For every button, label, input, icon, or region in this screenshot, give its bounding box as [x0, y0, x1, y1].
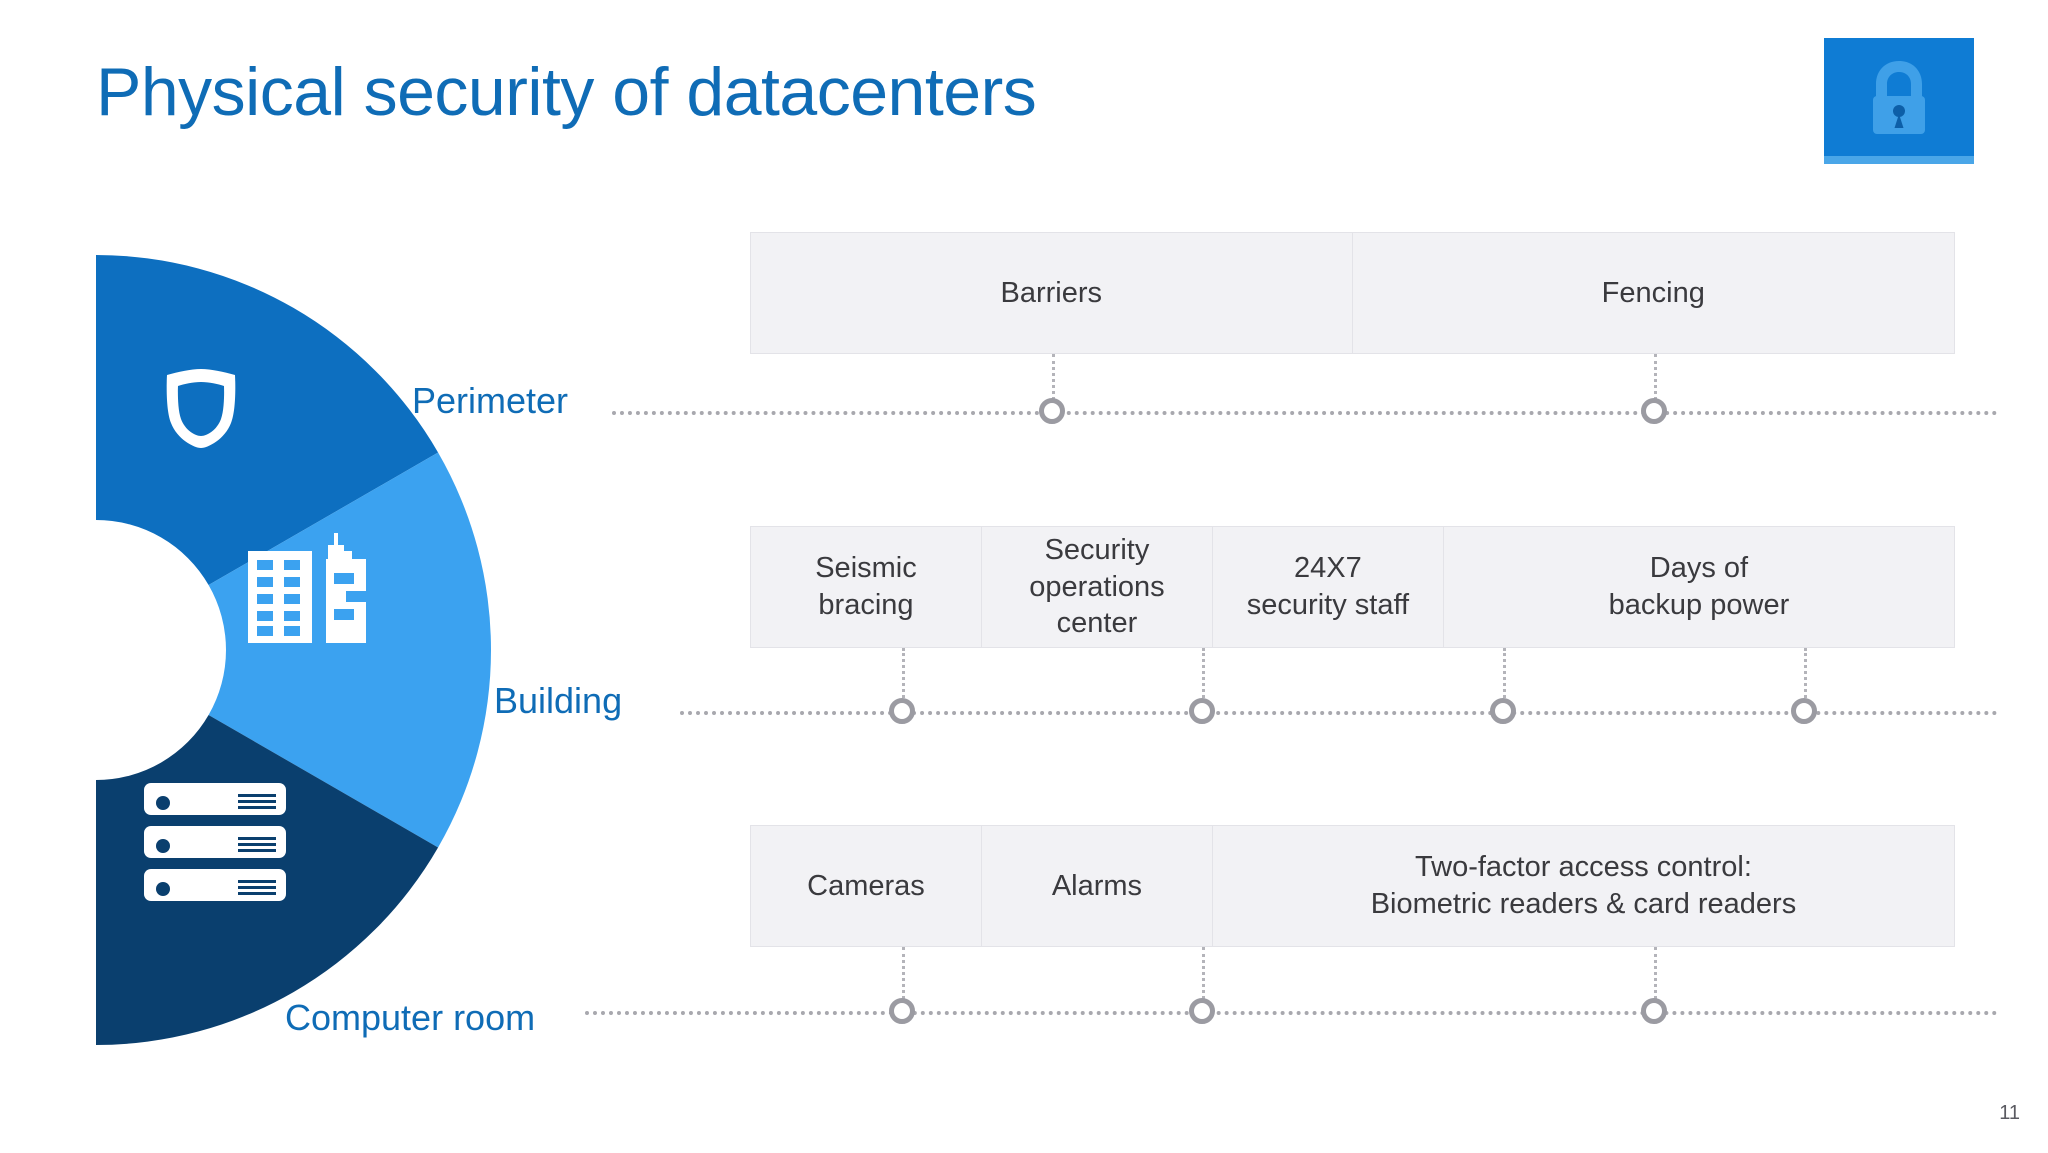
tier-item-fencing[interactable]: Fencing — [1353, 233, 1955, 353]
tier-item-security-operations-center[interactable]: Security operations center — [982, 527, 1213, 647]
connector-ring — [1039, 398, 1065, 424]
tier-item-barriers[interactable]: Barriers — [751, 233, 1353, 353]
connector-stem — [1202, 648, 1205, 698]
tier-item-cameras[interactable]: Cameras — [751, 826, 982, 946]
page-number: 11 — [1999, 1102, 2020, 1124]
security-layers-fan — [96, 255, 496, 1045]
connector-ring — [1641, 398, 1667, 424]
padlock-badge — [1824, 38, 1974, 164]
connector-ring — [1189, 698, 1215, 724]
connector-ring — [1791, 698, 1817, 724]
connector-stem — [902, 648, 905, 698]
tier-item-days-of-backup-power[interactable]: Days of backup power — [1444, 527, 1954, 647]
baseline-computer-room — [585, 1011, 1998, 1015]
connector-stem — [902, 947, 905, 999]
page-title: Physical security of datacenters — [96, 54, 1037, 130]
tier-boxes-building: Seismic bracing Security operations cent… — [750, 526, 1955, 648]
connector-stem — [1503, 648, 1506, 698]
tier-label-computer-room: Computer room — [285, 997, 536, 1038]
tier-boxes-computer-room: Cameras Alarms Two-factor access control… — [750, 825, 1955, 947]
tier-item-label: Alarms — [1051, 869, 1143, 902]
tier-item-24x7-security-staff[interactable]: 24X7 security staff — [1213, 527, 1444, 647]
connector-stem — [1052, 354, 1055, 400]
connector-stem — [1804, 648, 1807, 698]
tier-item-label: Days of backup power — [1608, 552, 1790, 621]
connector-ring — [1189, 998, 1215, 1024]
connector-ring — [1641, 998, 1667, 1024]
tier-item-label: Barriers — [1000, 276, 1102, 309]
connector-stem — [1654, 354, 1657, 400]
tier-item-label: Cameras — [807, 869, 925, 902]
tier-item-seismic-bracing[interactable]: Seismic bracing — [751, 527, 982, 647]
connector-ring — [889, 998, 915, 1024]
padlock-icon — [1873, 61, 1925, 134]
tier-item-label: Fencing — [1601, 276, 1705, 309]
tier-item-two-factor-access-control[interactable]: Two-factor access control: Biometric rea… — [1213, 826, 1954, 946]
connector-ring — [1490, 698, 1516, 724]
tier-label-building: Building — [494, 680, 623, 721]
badge-underline — [1824, 156, 1974, 164]
connector-ring — [889, 698, 915, 724]
tier-item-label: Security operations center — [1029, 534, 1165, 640]
tier-label-perimeter: Perimeter — [412, 380, 569, 421]
baseline-building — [680, 711, 1998, 715]
tier-item-label: 24X7 security staff — [1246, 552, 1410, 621]
tier-boxes-perimeter: Barriers Fencing — [750, 232, 1955, 354]
tier-item-label: Seismic bracing — [815, 552, 917, 621]
baseline-perimeter — [612, 411, 1998, 415]
tier-item-alarms[interactable]: Alarms — [982, 826, 1213, 946]
fan-segment-perimeter — [96, 255, 439, 585]
connector-stem — [1654, 947, 1657, 999]
connector-stem — [1202, 947, 1205, 999]
tier-item-label: Two-factor access control: Biometric rea… — [1370, 851, 1797, 920]
